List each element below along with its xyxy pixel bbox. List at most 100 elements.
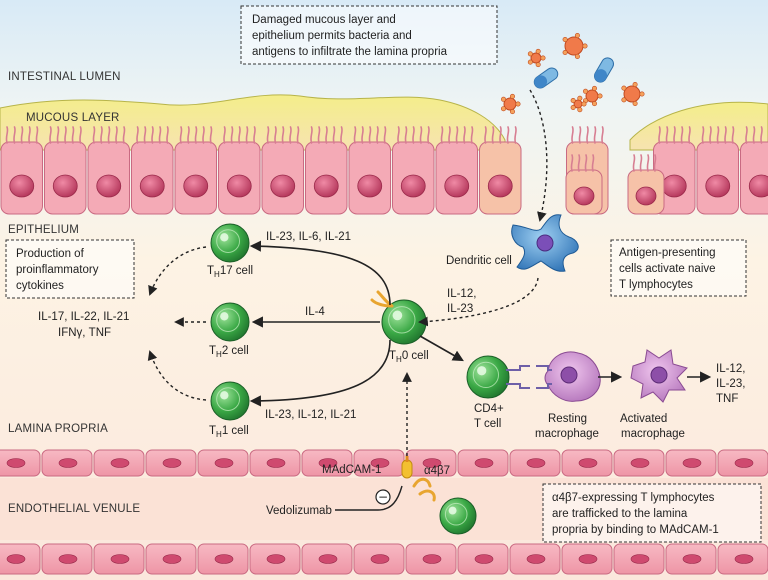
endothelial-cell xyxy=(561,543,613,575)
epithelial-cell xyxy=(740,126,768,215)
note-damaged-line-3: antigens to infiltrate the lamina propri… xyxy=(252,46,448,58)
note-apc-line-3: T lymphocytes xyxy=(619,279,693,291)
label-integrin: α4β7 xyxy=(424,465,450,477)
epithelial-nucleus xyxy=(487,174,513,198)
label-output-cytokines-2: IFNγ, TNF xyxy=(58,327,111,339)
label-intestinal-lumen: INTESTINAL LUMEN xyxy=(8,71,121,83)
damaged-epithelial-cell xyxy=(627,154,665,215)
epithelial-nucleus xyxy=(226,174,252,198)
label-vedolizumab: Vedolizumab xyxy=(266,505,332,517)
note-damaged-mucosa: Damaged mucous layer and epithelium perm… xyxy=(240,5,498,65)
endothelial-cell xyxy=(353,449,405,477)
arrow-th1-to-cytokines xyxy=(147,350,207,401)
note-production-line-2: proinflammatory xyxy=(16,264,99,276)
antigen-particle xyxy=(501,93,521,115)
endothelial-cell xyxy=(93,543,145,575)
label-resting-line-1: Resting xyxy=(548,413,587,425)
epithelial-nucleus xyxy=(52,174,78,198)
label-madcam: MAdCAM-1 xyxy=(322,464,381,476)
epithelial-cell xyxy=(435,126,478,215)
note-trafficking: α4β7-expressing T lymphocytes are traffi… xyxy=(542,483,762,543)
dendritic-nucleus xyxy=(536,234,554,252)
label-output-cytokines-1: IL-17, IL-22, IL-21 xyxy=(38,311,129,323)
epithelial-cell xyxy=(44,126,87,215)
note-antigen-presenting: Antigen-presenting cells activate naive … xyxy=(610,239,747,297)
resting-macrophage-nucleus xyxy=(560,366,578,384)
epithelial-cell xyxy=(479,126,522,215)
cd4-macrophage-receptor xyxy=(506,365,552,389)
epithelial-nucleus xyxy=(9,174,35,198)
label-macrophage-out-1: IL-12, xyxy=(716,363,745,375)
label-cytokines-th1: IL-23, IL-12, IL-21 xyxy=(265,409,356,421)
antigen-particle xyxy=(570,95,587,113)
th2-cell xyxy=(210,302,250,342)
note-trafficking-line-1: α4β7-expressing T lymphocytes xyxy=(552,492,715,504)
endothelial-cell xyxy=(93,449,145,477)
label-macrophage-out-2: IL-23, xyxy=(716,378,745,390)
note-damaged-line-2: epithelium permits bacteria and xyxy=(252,30,412,42)
epithelial-nucleus xyxy=(661,174,687,198)
endothelial-cell xyxy=(613,543,665,575)
bacterium-2 xyxy=(594,57,614,83)
note-damaged-line-1: Damaged mucous layer and xyxy=(252,14,396,26)
th0-cell xyxy=(381,299,427,345)
endothelial-cell xyxy=(561,449,613,477)
integrin-a4b7 xyxy=(412,477,436,502)
label-dendritic-signal-2: IL-23 xyxy=(447,303,473,315)
antigen-particle xyxy=(562,33,588,59)
epithelial-cell xyxy=(392,126,435,215)
label-cd4-line-1: CD4+ xyxy=(474,403,504,415)
arrow-th0-to-th17 xyxy=(249,240,391,306)
label-dendritic-signal-1: IL-12, xyxy=(447,288,476,300)
note-production-cytokines: Production of proinflammatory cytokines xyxy=(5,239,135,299)
label-endothelial-venule: ENDOTHELIAL VENULE xyxy=(8,503,140,515)
label-th2: TH2 cell xyxy=(209,345,249,359)
label-cytokines-th2: IL-4 xyxy=(305,306,325,318)
endothelial-cell xyxy=(613,449,665,477)
endothelial-cell xyxy=(509,449,561,477)
endothelial-cell xyxy=(717,449,768,477)
note-production-line-1: Production of xyxy=(16,248,85,260)
endothelial-cell xyxy=(41,449,93,477)
antigen-particle xyxy=(583,85,603,107)
note-apc-line-2: cells activate naive xyxy=(619,263,716,275)
label-activated-line-1: Activated xyxy=(620,413,667,425)
label-th1: TH1 cell xyxy=(209,425,249,439)
label-th0: TH0 cell xyxy=(389,350,429,364)
damaged-epithelial-cell xyxy=(565,154,603,215)
a4b7-t-cell xyxy=(439,497,477,535)
endothelial-cell xyxy=(145,543,197,575)
epithelial-cell xyxy=(0,126,43,215)
epithelial-nucleus xyxy=(748,174,768,198)
cd4-t-cell xyxy=(466,355,510,399)
endothelial-cell xyxy=(457,543,509,575)
dendritic-cell xyxy=(511,214,579,272)
endothelial-cell xyxy=(0,449,41,477)
endothelial-cell xyxy=(301,543,353,575)
bacterium-1 xyxy=(533,67,559,89)
endothelial-cell xyxy=(405,543,457,575)
endothelial-cell xyxy=(0,543,41,575)
inhibition-symbol: − xyxy=(375,489,391,505)
epithelial-nucleus xyxy=(183,174,209,198)
activated-macrophage xyxy=(630,349,688,403)
mucous-layer-right xyxy=(629,101,768,151)
endothelial-cell xyxy=(717,543,768,575)
endothelial-cell xyxy=(509,543,561,575)
endothelial-cell xyxy=(249,449,301,477)
label-epithelium: EPITHELIUM xyxy=(8,224,79,236)
epithelial-cell xyxy=(261,126,304,215)
label-mucous-layer: MUCOUS LAYER xyxy=(26,112,120,124)
endothelial-cell xyxy=(353,543,405,575)
epithelial-nucleus xyxy=(270,174,296,198)
endothelial-cell xyxy=(457,449,509,477)
epithelium-layer xyxy=(0,126,768,215)
epithelial-cell xyxy=(696,126,739,215)
note-trafficking-line-2: are trafficked to the lamina xyxy=(552,508,688,520)
th17-cell xyxy=(210,223,250,263)
label-resting-line-2: macrophage xyxy=(535,428,599,440)
endothelial-cell xyxy=(197,543,249,575)
endothelial-cell xyxy=(197,449,249,477)
